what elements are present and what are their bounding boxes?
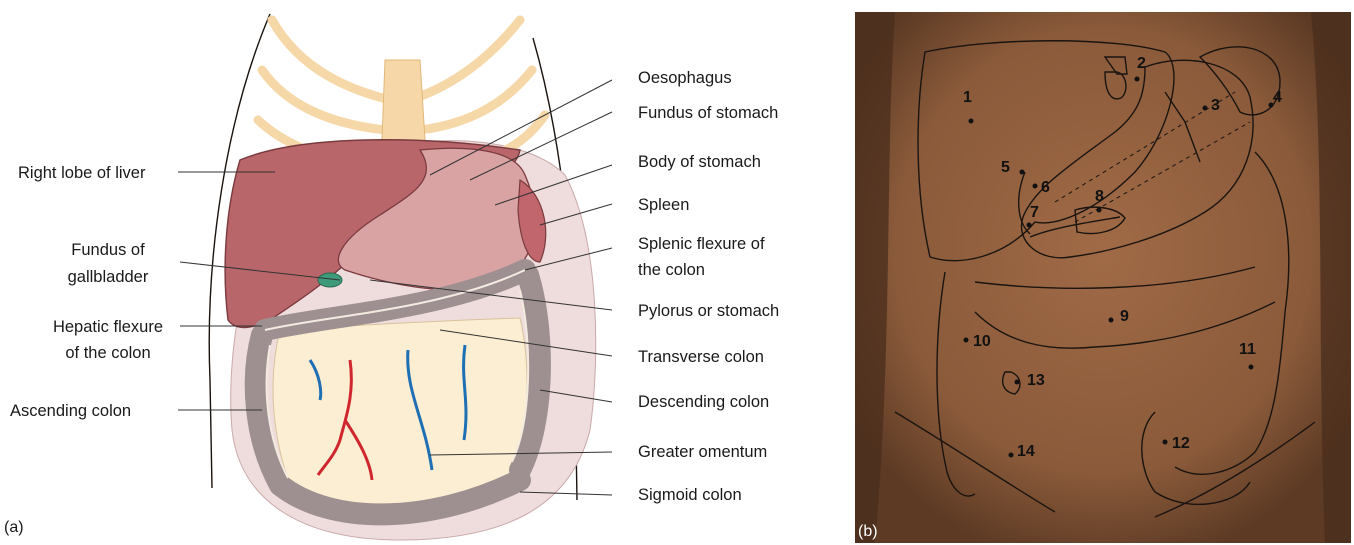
panel-a-abdomen-illustration: Right lobe of liver Fundus of gallbladde… [0, 0, 840, 545]
label-ascending-colon: Ascending colon [10, 402, 131, 420]
region-number-6: 6 [1041, 179, 1050, 196]
region-number-8: 8 [1095, 188, 1104, 205]
panel-a-label: (a) [4, 519, 24, 536]
label-fundus-stomach: Fundus of stomach [638, 104, 778, 122]
region-number-11: 11 [1239, 341, 1256, 358]
label-spleen: Spleen [638, 196, 689, 214]
region-number-3: 3 [1211, 97, 1220, 114]
region-number-4: 4 [1273, 89, 1282, 106]
panel-b-surface-anatomy-photo: 1 2 3 4 5 6 7 8 9 10 11 12 [855, 12, 1351, 543]
label-splenic-flexure-line1: Splenic flexure of [638, 235, 765, 253]
region-number-7: 7 [1030, 204, 1039, 221]
region-number-2: 2 [1137, 55, 1146, 72]
label-descending-colon: Descending colon [638, 393, 769, 411]
region-number-12: 12 [1172, 435, 1190, 452]
region-number-9: 9 [1120, 308, 1129, 325]
label-hepatic-flexure-line2: of the colon [65, 344, 150, 362]
region-number-1: 1 [963, 89, 972, 106]
label-greater-omentum: Greater omentum [638, 443, 767, 461]
label-hepatic-flexure-line1: Hepatic flexure [53, 318, 163, 336]
label-body-stomach: Body of stomach [638, 153, 761, 171]
label-splenic-flexure-line2: the colon [638, 261, 705, 279]
label-right-lobe-liver: Right lobe of liver [18, 164, 146, 182]
label-sigmoid-colon: Sigmoid colon [638, 486, 742, 504]
label-oesophagus: Oesophagus [638, 69, 732, 87]
panel-b-label: (b) [858, 523, 878, 540]
label-fundus-gallbladder-line1: Fundus of [71, 241, 145, 259]
region-number-13: 13 [1027, 372, 1045, 389]
label-transverse-colon: Transverse colon [638, 348, 764, 366]
region-number-5: 5 [1001, 159, 1010, 176]
label-pylorus: Pylorus or stomach [638, 302, 779, 320]
region-number-10: 10 [973, 333, 991, 350]
region-number-14: 14 [1017, 443, 1035, 460]
label-fundus-gallbladder-line2: gallbladder [68, 268, 149, 286]
